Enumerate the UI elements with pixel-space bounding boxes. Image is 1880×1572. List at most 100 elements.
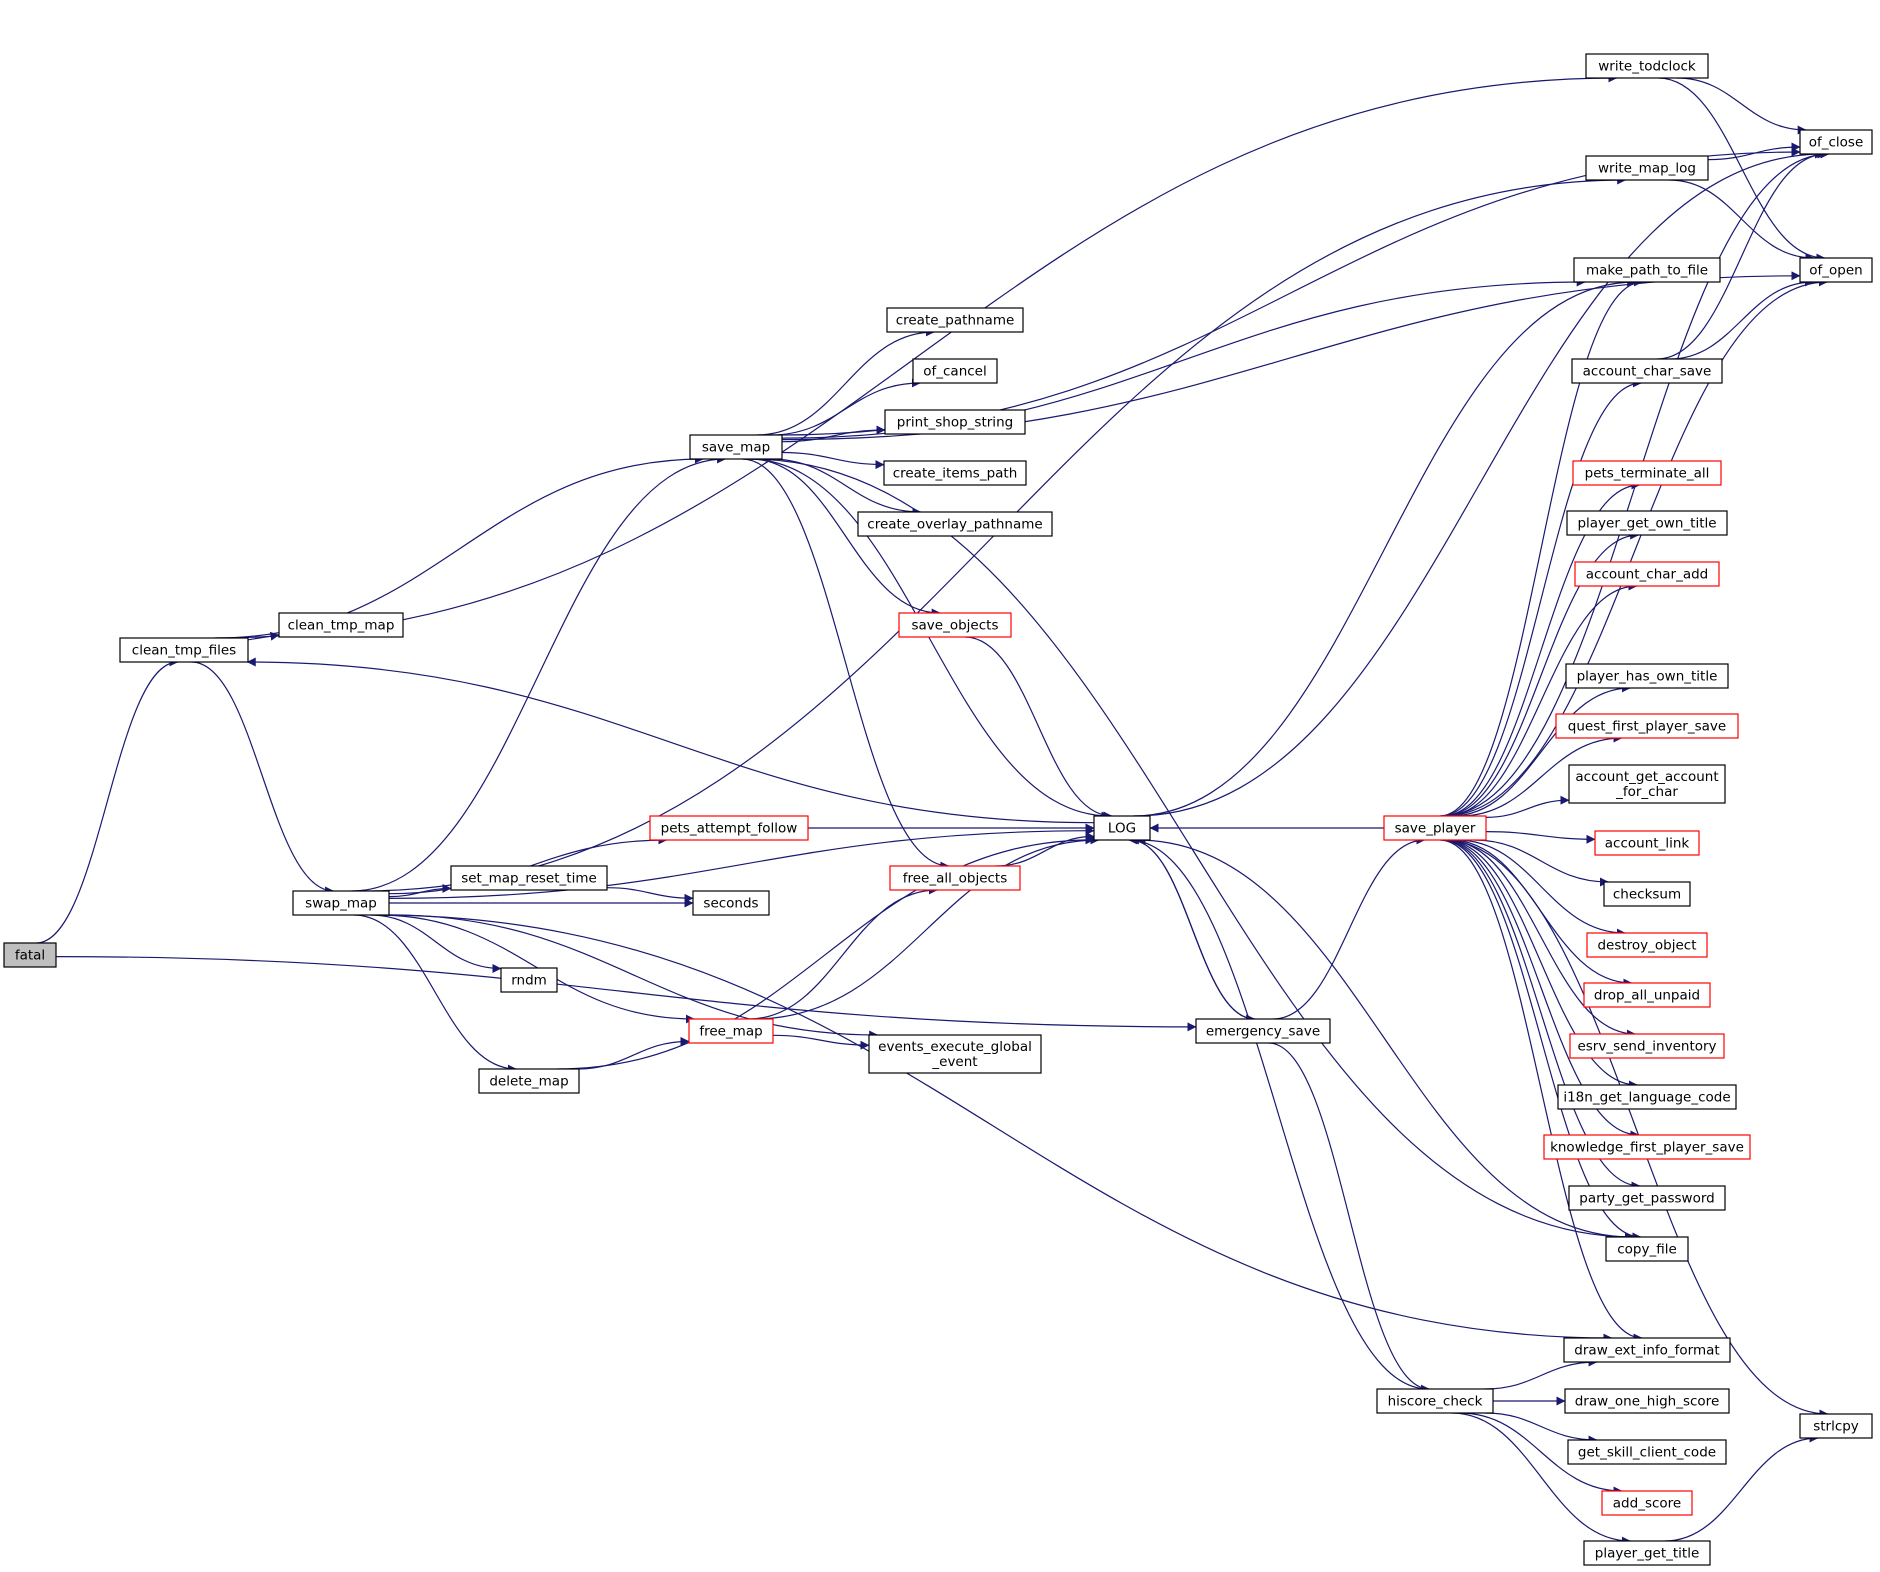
node-account_char_add[interactable]: account_char_add — [1574, 561, 1720, 587]
node-pets_attempt_follow[interactable]: pets_attempt_follow — [649, 815, 809, 841]
edge-account_char_save-to-of_close — [1656, 149, 1827, 360]
node-label: emergency_save — [1206, 1024, 1320, 1040]
node-label: LOG — [1108, 821, 1136, 837]
node-pets_terminate_all[interactable]: pets_terminate_all — [1572, 460, 1722, 486]
edge-line — [1439, 839, 1643, 1343]
node-copy_file[interactable]: copy_file — [1605, 1236, 1689, 1262]
node-player_get_own_title[interactable]: player_get_own_title — [1566, 510, 1728, 536]
node-label: drop_all_unpaid — [1594, 988, 1700, 1004]
node-account_get_account_for_char[interactable]: account_get_account_for_char — [1568, 764, 1726, 804]
edge-save_map-to-copy_file — [749, 458, 1634, 1242]
node-free_all_objects[interactable]: free_all_objects — [889, 865, 1021, 891]
node-label: events_execute_global — [878, 1039, 1032, 1055]
node-of_close[interactable]: of_close — [1799, 129, 1873, 155]
node-make_path_to_file[interactable]: make_path_to_file — [1573, 257, 1721, 283]
node-write_todclock[interactable]: write_todclock — [1585, 53, 1709, 79]
node-clean_tmp_map[interactable]: clean_tmp_map — [278, 612, 404, 638]
node-create_items_path[interactable]: create_items_path — [883, 460, 1027, 486]
edge-save_player-to-account_char_add — [1444, 581, 1638, 817]
node-save_player[interactable]: save_player — [1383, 815, 1487, 841]
node-create_pathname[interactable]: create_pathname — [886, 307, 1024, 333]
node-account_link[interactable]: account_link — [1594, 830, 1700, 856]
node-draw_ext_info_format[interactable]: draw_ext_info_format — [1563, 1337, 1731, 1363]
edge-line — [388, 914, 879, 1040]
node-box — [884, 409, 1026, 435]
node-checksum[interactable]: checksum — [1603, 881, 1691, 907]
edge-swap_map-to-LOG — [388, 826, 1095, 899]
edge-line — [388, 826, 1095, 899]
node-print_shop_string[interactable]: print_shop_string — [884, 409, 1026, 435]
node-box — [1603, 881, 1691, 907]
edge-emergency_save-to-hiscore_check — [1268, 1042, 1430, 1394]
node-label: account_char_save — [1583, 364, 1712, 380]
node-draw_one_high_score[interactable]: draw_one_high_score — [1564, 1388, 1730, 1414]
node-save_objects[interactable]: save_objects — [898, 612, 1012, 638]
node-label: account_get_account — [1575, 769, 1718, 785]
node-save_map[interactable]: save_map — [689, 434, 783, 460]
node-box — [1594, 830, 1700, 856]
edge-line — [1440, 378, 1642, 817]
node-swap_map[interactable]: swap_map — [292, 890, 390, 916]
edge-line — [770, 458, 922, 517]
node-label: pets_attempt_follow — [661, 821, 798, 837]
node-clean_tmp_files[interactable]: clean_tmp_files — [119, 637, 249, 663]
node-create_overlay_pathname[interactable]: create_overlay_pathname — [857, 511, 1053, 537]
node-label: player_has_own_title — [1577, 669, 1718, 685]
node-add_score[interactable]: add_score — [1601, 1490, 1693, 1516]
node-of_cancel[interactable]: of_cancel — [912, 358, 998, 384]
edge-save_player-to-i18n_get_language_code — [1444, 839, 1638, 1090]
node-fatal[interactable]: fatal — [3, 942, 57, 968]
node-label: party_get_password — [1579, 1191, 1714, 1207]
node-box — [857, 511, 1053, 537]
node-write_map_log[interactable]: write_map_log — [1585, 155, 1709, 181]
node-strlcpy[interactable]: strlcpy — [1799, 1413, 1873, 1439]
edge-line — [214, 73, 1618, 639]
edge-fatal-to-emergency_save — [55, 956, 1197, 1032]
node-account_char_save[interactable]: account_char_save — [1571, 358, 1723, 384]
edge-set_map_reset_time-to-seconds — [606, 887, 694, 903]
node-label: create_pathname — [896, 313, 1015, 329]
node-delete_map[interactable]: delete_map — [478, 1068, 580, 1094]
node-knowledge_first_player_save[interactable]: knowledge_first_player_save — [1543, 1134, 1751, 1160]
edge-save_map-to-free_all_objects — [742, 458, 950, 871]
node-seconds[interactable]: seconds — [692, 890, 770, 916]
node-set_map_reset_time[interactable]: set_map_reset_time — [450, 865, 608, 891]
node-player_has_own_title[interactable]: player_has_own_title — [1565, 663, 1729, 689]
node-label: free_map — [699, 1024, 762, 1040]
node-player_get_title[interactable]: player_get_title — [1583, 1540, 1711, 1566]
node-destroy_object[interactable]: destroy_object — [1586, 932, 1708, 958]
edge-delete_map-to-free_map — [577, 1036, 690, 1070]
node-LOG[interactable]: LOG — [1093, 815, 1151, 841]
edge-LOG-to-make_path_to_file — [1133, 277, 1637, 817]
edge-line — [1656, 149, 1827, 360]
node-emergency_save[interactable]: emergency_save — [1195, 1018, 1331, 1044]
edge-line — [557, 835, 1095, 1070]
edge-line — [1444, 581, 1638, 817]
node-box — [3, 942, 57, 968]
node-events_execute_global_event[interactable]: events_execute_global_event — [868, 1034, 1042, 1074]
edge-swap_map-to-draw_ext_info_format — [376, 914, 1613, 1343]
edge-save_player-to-esrv_send_inventory — [1446, 839, 1636, 1039]
edge-line — [55, 956, 1197, 1032]
node-drop_all_unpaid[interactable]: drop_all_unpaid — [1583, 982, 1711, 1008]
node-quest_first_player_save[interactable]: quest_first_player_save — [1555, 713, 1739, 739]
node-label: save_map — [702, 440, 770, 456]
node-box — [478, 1068, 580, 1094]
node-free_map[interactable]: free_map — [688, 1018, 774, 1044]
edge-swap_map-to-save_map — [351, 454, 727, 892]
node-i18n_get_language_code[interactable]: i18n_get_language_code — [1557, 1084, 1737, 1110]
node-hiscore_check[interactable]: hiscore_check — [1376, 1388, 1494, 1414]
edge-line — [781, 451, 885, 470]
node-box — [1566, 510, 1728, 536]
node-of_open[interactable]: of_open — [1799, 257, 1873, 283]
edge-save_player-to-account_char_save — [1440, 378, 1642, 817]
node-esrv_send_inventory[interactable]: esrv_send_inventory — [1569, 1033, 1725, 1059]
edge-account_char_save-to-of_open — [1669, 277, 1814, 360]
node-label: save_player — [1395, 821, 1476, 837]
node-party_get_password[interactable]: party_get_password — [1568, 1185, 1726, 1211]
edge-LOG-to-clean_tmp_files — [246, 657, 1095, 824]
edge-line — [388, 883, 452, 898]
node-rndm[interactable]: rndm — [500, 967, 558, 993]
edge-hiscore_check-to-add_score — [1459, 1412, 1623, 1496]
node-get_skill_client_code[interactable]: get_skill_client_code — [1567, 1439, 1727, 1465]
